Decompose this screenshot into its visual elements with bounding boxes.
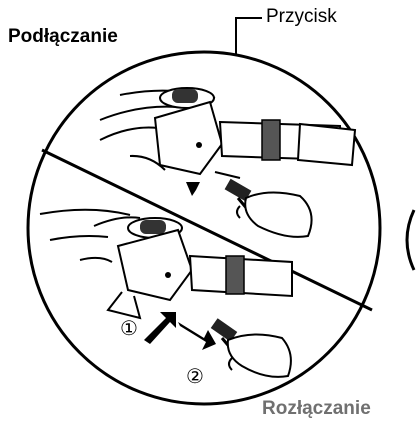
button-dot bbox=[196, 142, 202, 148]
step-2-marker: ② bbox=[186, 364, 204, 389]
section-title-disconnecting: Rozłączanie bbox=[262, 398, 371, 420]
partial-circle-right bbox=[407, 210, 414, 270]
step-1-marker: ① bbox=[120, 316, 138, 341]
